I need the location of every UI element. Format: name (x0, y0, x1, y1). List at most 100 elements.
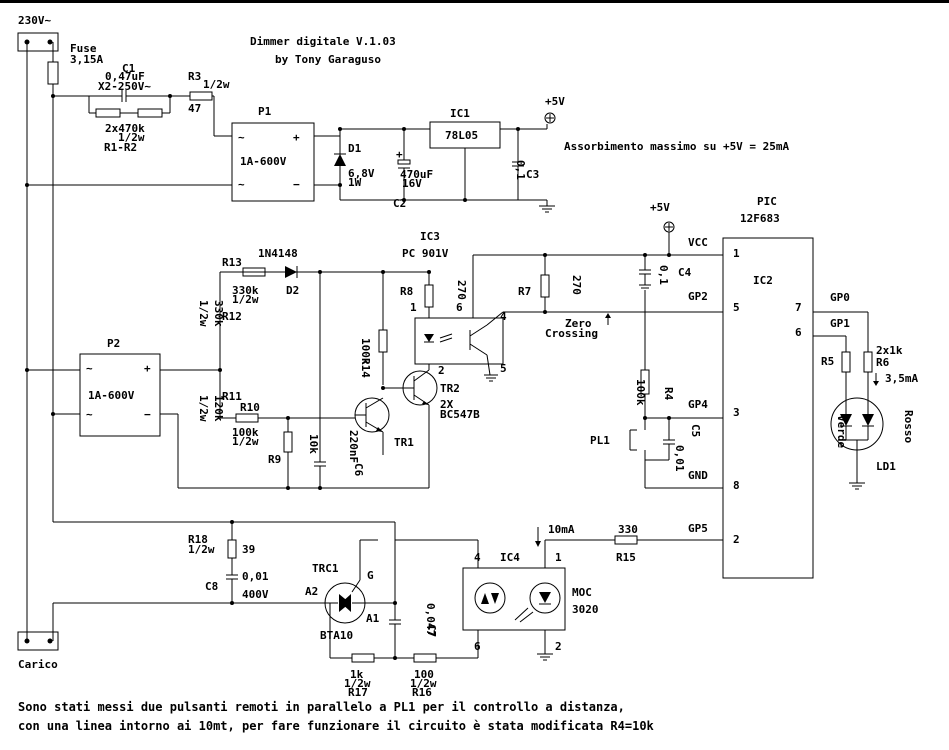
r13-name: R13 (222, 256, 242, 269)
r12-name: R12 (222, 310, 242, 323)
r11-value: 120k (212, 395, 225, 422)
c6-name: C6 (352, 463, 365, 477)
ic4-part: MOC (572, 586, 592, 599)
ld1-name: LD1 (876, 460, 896, 473)
pin-5: 5 (733, 301, 740, 314)
c5-value: 0,01 (673, 445, 686, 472)
r7-name: R7 (518, 285, 531, 298)
r10-resistor (235, 413, 259, 423)
d1-name: D1 (348, 142, 362, 155)
ic3-pin4: 4 (500, 310, 507, 323)
r12-value: 330k (212, 300, 225, 327)
r17-resistor (351, 653, 375, 663)
svg-text:~: ~ (86, 408, 93, 421)
c8-name: C8 (205, 580, 218, 593)
r1r2-name: R1-R2 (104, 141, 137, 154)
r5-resistor (841, 351, 851, 373)
ic4-triac-side (474, 582, 506, 614)
r13-resistor (242, 267, 266, 277)
c7-name: C7 (425, 624, 438, 637)
pin-gnd: GND (688, 469, 708, 482)
pic-part: 12F683 (740, 212, 780, 225)
svg-text:~: ~ (238, 131, 245, 144)
r1r2-power: 1/2w (118, 131, 145, 144)
pin-gp1: GP1 (830, 317, 850, 330)
r6-current: 3,5mA (885, 372, 918, 385)
r6-name: R6 (876, 356, 890, 369)
d2-diode (285, 266, 297, 278)
pin-6: 6 (795, 326, 802, 339)
c8-value: 0,01 (242, 570, 269, 583)
pin-7: 7 (795, 301, 802, 314)
svg-text:+: + (144, 362, 151, 375)
fuse-value: 3,15A (70, 53, 103, 66)
p1-name: P1 (258, 105, 272, 118)
supply-label: 230V~ (18, 14, 51, 27)
r5-name: R5 (821, 355, 834, 368)
pic-ic2 (722, 237, 814, 579)
r9-name: R9 (268, 453, 281, 466)
p1-bridge (231, 122, 315, 202)
c1-name: C1 (122, 62, 136, 75)
top-border (0, 0, 949, 3)
r16-resistor (413, 653, 437, 663)
ic3-part: PC 901V (402, 247, 449, 260)
trc1-a2: A2 (305, 585, 318, 598)
r10-value: 100k (232, 426, 259, 439)
d2-part: 1N4148 (258, 247, 298, 260)
consumption-note: Assorbimento massimo su +5V = 25mA (564, 140, 790, 153)
vplus-label-2: +5V (650, 201, 670, 214)
c2-value: 470uF (400, 168, 433, 181)
pin-2: 2 (733, 533, 740, 546)
r7-value: 270 (570, 275, 583, 295)
d1-value: 6,8V (348, 167, 375, 180)
mains-terminal-2 (47, 39, 53, 45)
p2-name: P2 (107, 337, 120, 350)
svg-text:+: + (396, 148, 403, 161)
r3-resistor (189, 91, 213, 101)
pin-1: 1 (733, 247, 740, 260)
svg-text:−: − (293, 178, 300, 191)
trc1-a1: A1 (366, 612, 380, 625)
load-label: Carico (18, 658, 58, 671)
r8-name: R8 (400, 285, 413, 298)
c2-voltage: 16V (402, 177, 422, 190)
r9-resistor (283, 431, 293, 453)
vplus-terminal-icon (544, 112, 556, 124)
c5-name: C5 (689, 424, 702, 437)
r8-value: 270 (455, 280, 468, 300)
c3-value: 0,1 (514, 160, 527, 180)
tr-count: 2X (440, 398, 454, 411)
r3-name: R3 (188, 70, 201, 83)
c6-value: 220nF (347, 430, 360, 463)
ic3-optocoupler (414, 317, 504, 365)
r14-name: R14 (359, 358, 372, 378)
c7-value: 0,047 (424, 603, 437, 636)
r15-value: 330 (618, 523, 638, 536)
r6-value: 2x1k (876, 344, 903, 357)
c1-value: 0,47uF (105, 70, 145, 83)
r3-power: 1/2w (203, 78, 230, 91)
r13-power: 1/2w (232, 293, 259, 306)
r15-name: R15 (616, 551, 636, 564)
pic-ic-label: IC2 (753, 274, 773, 287)
ic1-part: 78L05 (445, 129, 478, 142)
r10-power: 1/2w (232, 435, 259, 448)
trc1-gate: G (367, 569, 374, 582)
svg-text:~: ~ (238, 178, 245, 191)
tr-model: BC547B (440, 408, 480, 421)
ic4-model: 3020 (572, 603, 599, 616)
svg-text:−: − (144, 408, 151, 421)
r18-resistor (227, 539, 237, 559)
diagram-title: Dimmer digitale V.1.03 (250, 35, 396, 48)
footnote-line-2: con una linea intorno ai 10mt, per fare … (18, 719, 654, 733)
r7-resistor (540, 274, 550, 298)
ic3-name: IC3 (420, 230, 440, 243)
r14-resistor (378, 329, 388, 353)
p2-bridge (79, 353, 161, 437)
ld1-red: Rosso (902, 410, 915, 443)
trc1-part: BTA10 (320, 629, 353, 642)
ic1-name: IC1 (450, 107, 470, 120)
pic-name: PIC (757, 195, 777, 208)
